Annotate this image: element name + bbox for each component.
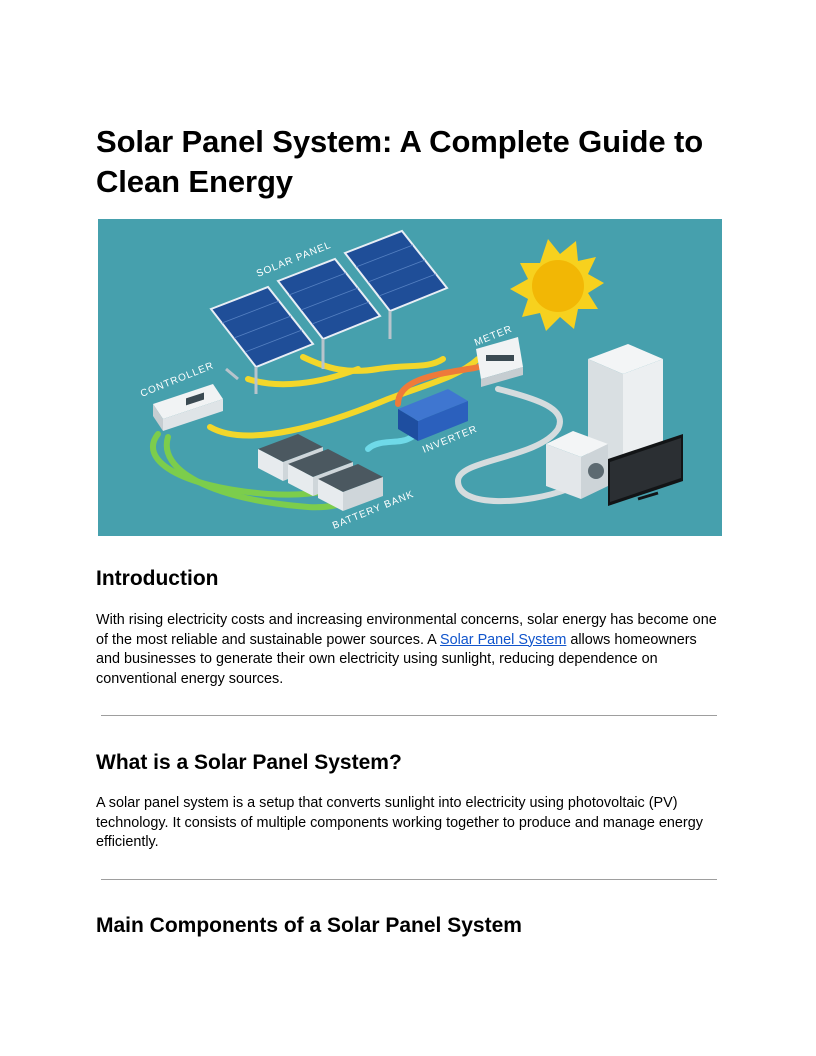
cable-yellow-2 — [245, 366, 361, 388]
panel-stands — [225, 311, 392, 394]
solar-system-diagram: SOLAR PANEL CONTROLLER METER INVERTER BA… — [139, 229, 683, 532]
controller-unit — [153, 384, 223, 431]
battery-3 — [318, 464, 383, 511]
introduction-text-end: allows homeowners and businesses to gene… — [96, 631, 697, 687]
solar-system-illustration: SOLAR PANEL CONTROLLER METER INVERTER BA… — [98, 219, 722, 536]
meter-unit — [476, 337, 523, 387]
cable-yellow — [207, 356, 481, 439]
introduction-paragraph: With rising electricity costs and increa… — [96, 611, 722, 689]
television-icon — [608, 434, 683, 506]
introduction-text-start: With rising electricity costs and increa… — [96, 612, 717, 648]
inverter-unit — [398, 389, 468, 441]
heading-introduction: Introduction — [96, 567, 219, 590]
section-divider-2 — [101, 879, 717, 880]
cable-grey — [455, 386, 571, 505]
sun-icon — [510, 239, 604, 331]
solar-panel-system-link[interactable]: Solar Panel System — [439, 631, 567, 648]
what-is-paragraph: A solar panel system is a setup that con… — [96, 795, 703, 850]
section-divider-1 — [101, 715, 717, 716]
washing-machine-icon — [546, 431, 608, 499]
heading-main-components: Main Components of a Solar Panel System — [96, 914, 522, 937]
document-title: Solar Panel System: A Complete Guide to … — [96, 124, 704, 199]
heading-what-is: What is a Solar Panel System? — [96, 751, 402, 774]
panel-grid-lines — [221, 244, 437, 353]
battery-bank — [258, 434, 383, 511]
